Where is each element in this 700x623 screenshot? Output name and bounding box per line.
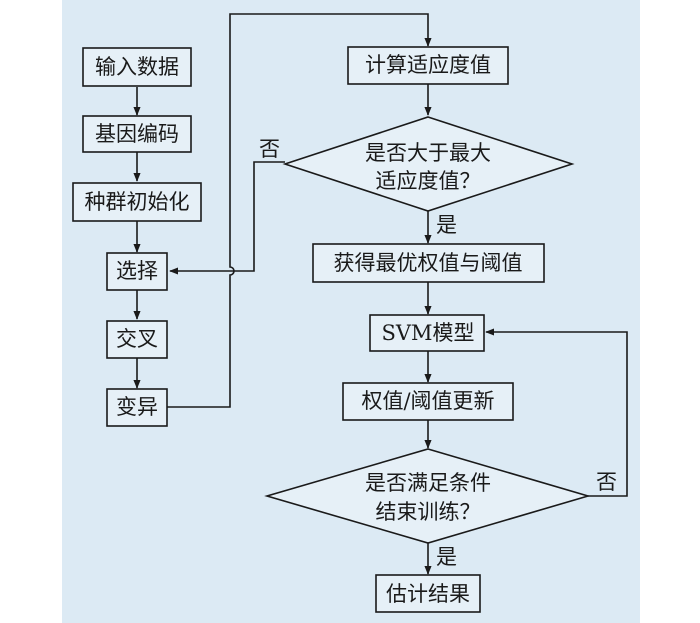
node-decision-training: 是否满足条件 结束训练？ — [264, 448, 591, 544]
label-yes-fitness: 是 — [436, 213, 457, 237]
decision-training-line-2: 结束训练？ — [376, 500, 481, 524]
decision-training-line-1: 是否满足条件 — [365, 471, 491, 495]
node-crossover: 交叉 — [106, 320, 168, 359]
label-yes-training: 是 — [436, 545, 457, 569]
node-get-best-weights-label: 获得最优权值与阈值 — [334, 251, 523, 275]
label-no-training: 否 — [596, 470, 617, 494]
node-estimate-result: 估计结果 — [375, 574, 481, 613]
node-mutation: 变异 — [106, 388, 168, 427]
node-update-weights: 权值/阈值更新 — [342, 382, 514, 421]
node-selection-label: 选择 — [116, 259, 158, 283]
node-svm-model-label: SVM模型 — [381, 321, 474, 345]
node-input-data-label: 输入数据 — [95, 55, 179, 79]
node-update-weights-label: 权值/阈值更新 — [361, 389, 494, 413]
node-calc-fitness-label: 计算适应度值 — [365, 53, 491, 77]
node-gene-encoding-label: 基因编码 — [95, 122, 179, 146]
node-population-init: 种群初始化 — [72, 182, 202, 222]
node-mutation-label: 变异 — [116, 395, 158, 419]
node-svm-model: SVM模型 — [369, 314, 485, 352]
label-no-fitness: 否 — [259, 137, 280, 161]
decision-max-fitness-line-1: 是否大于最大 — [365, 141, 491, 165]
node-estimate-result-label: 估计结果 — [386, 582, 470, 606]
node-crossover-label: 交叉 — [116, 327, 158, 351]
nodes: 输入数据 基因编码 种群初始化 选择 交叉 变异 — [72, 46, 591, 613]
edges — [133, 13, 628, 575]
node-get-best-weights: 获得最优权值与阈值 — [312, 243, 545, 283]
decision-max-fitness-line-2: 适应度值？ — [376, 169, 481, 193]
node-selection: 选择 — [106, 252, 168, 291]
edge-labels: 否 是 否 是 — [259, 137, 617, 569]
node-decision-max-fitness: 是否大于最大 适应度值？ — [282, 116, 575, 212]
node-input-data: 输入数据 — [82, 47, 192, 87]
node-calc-fitness: 计算适应度值 — [347, 46, 509, 85]
node-gene-encoding: 基因编码 — [82, 115, 192, 153]
node-population-init-label: 种群初始化 — [85, 190, 190, 214]
edge-decision2-no-to-svm — [485, 328, 628, 497]
edge-decision-no-to-selection — [169, 161, 285, 275]
